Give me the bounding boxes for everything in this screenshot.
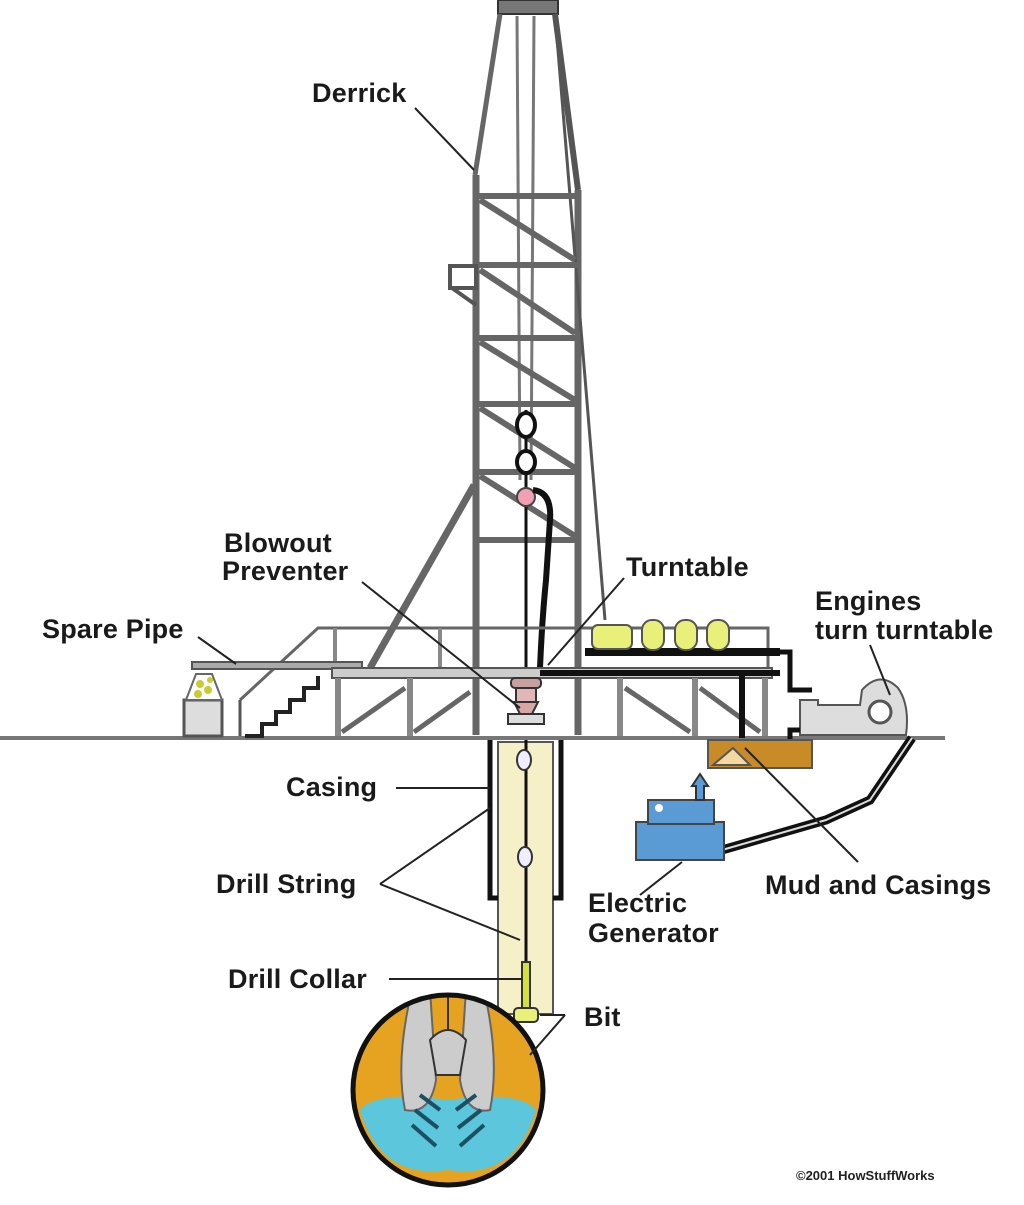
label-blowout-preventer-line2: Preventer: [222, 556, 349, 586]
label-drill-collar: Drill Collar: [228, 964, 367, 994]
leader-lines: [197, 107, 891, 1056]
mud-hose: [720, 735, 916, 855]
label-electric-generator-line2: Generator: [588, 918, 719, 948]
label-casing: Casing: [286, 772, 378, 802]
deck-engines: [591, 619, 812, 693]
label-mud-and-casings: Mud and Casings: [765, 870, 992, 900]
label-drill-string: Drill String: [216, 869, 357, 899]
rig-floor: [182, 626, 780, 738]
label-engines-line1: Engines: [815, 586, 922, 616]
derrick: [366, 0, 607, 735]
mud-pit: [707, 739, 813, 769]
borehole-casing: [487, 740, 564, 1023]
main-engine: [787, 678, 908, 740]
label-blowout-preventer-line1: Blowout: [224, 528, 332, 558]
label-spare-pipe: Spare Pipe: [42, 614, 184, 644]
electric-generator: [635, 772, 725, 861]
blowout-preventer: [507, 677, 545, 725]
copyright-notice: ©2001 HowStuffWorks: [796, 1168, 935, 1183]
label-derrick: Derrick: [312, 78, 407, 108]
bit-closeup: [350, 992, 546, 1188]
label-bit: Bit: [584, 1002, 621, 1032]
label-turntable: Turntable: [626, 552, 749, 582]
label-engines-line2: turn turntable: [815, 615, 994, 645]
label-electric-generator-line1: Electric: [588, 888, 688, 918]
